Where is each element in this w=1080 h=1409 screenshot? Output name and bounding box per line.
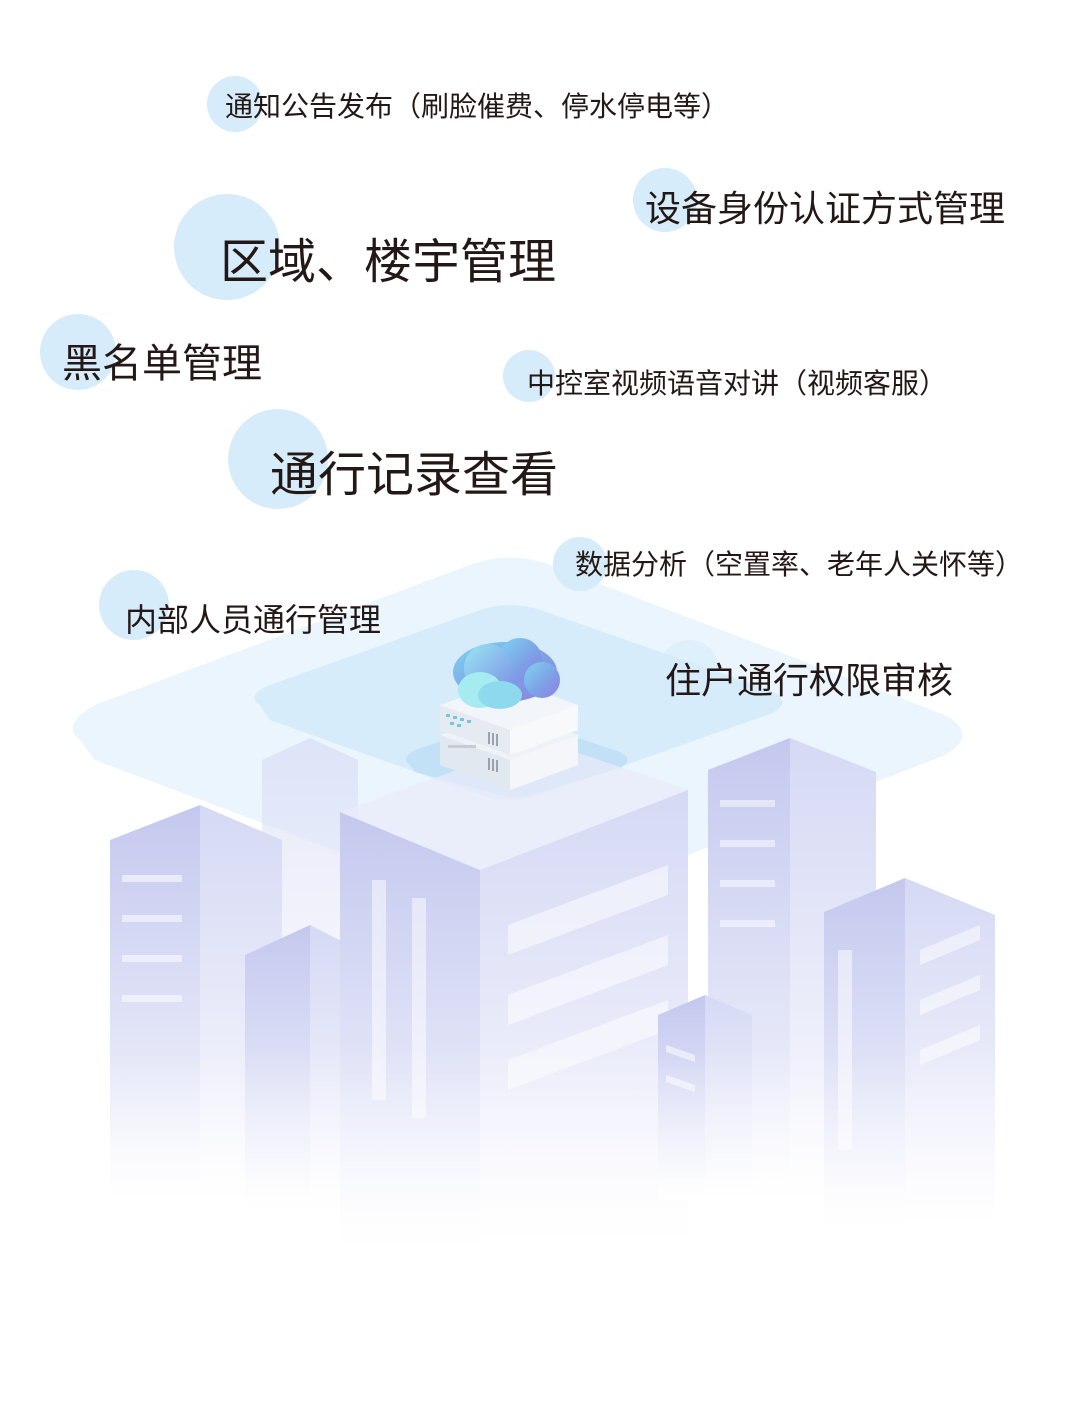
feature-label: 数据分析（空置率、老年人关怀等） (575, 548, 1024, 581)
feature-label: 设备身份认证方式管理 (645, 189, 1006, 230)
feature-label: 区域、楼宇管理 (220, 234, 557, 290)
feature-label: 住户通行权限审核 (665, 661, 954, 702)
bubble-decor (207, 76, 263, 132)
feature-notice-publish: 通知公告发布（刷脸催费、停水停电等） (207, 76, 730, 132)
feature-label: 中控室视频语音对讲（视频客服） (527, 367, 948, 400)
feature-data-analysis: 数据分析（空置率、老年人关怀等） (553, 537, 1024, 591)
bubble-decor (40, 314, 116, 390)
feature-staff-access: 内部人员通行管理 (99, 570, 382, 640)
bubble-decor (228, 409, 328, 509)
feature-access-records: 通行记录查看 (228, 409, 559, 509)
feature-video-intercom: 中控室视频语音对讲（视频客服） (503, 350, 948, 402)
bubble-decor (174, 194, 280, 300)
bubble-decor (633, 168, 697, 232)
feature-area-building: 区域、楼宇管理 (174, 194, 557, 300)
feature-resident-review: 住户通行权限审核 (659, 640, 954, 702)
bubble-decor (99, 570, 169, 640)
feature-label: 通知公告发布（刷脸催费、停水停电等） (225, 90, 730, 123)
bubble-decor (659, 640, 719, 700)
feature-label: 内部人员通行管理 (125, 601, 382, 639)
feature-auth-method: 设备身份认证方式管理 (633, 168, 1006, 232)
cloud-server (440, 638, 578, 790)
feature-label: 黑名单管理 (62, 341, 262, 387)
bubble-decor (503, 350, 555, 402)
feature-blacklist: 黑名单管理 (40, 314, 262, 390)
feature-label: 通行记录查看 (270, 447, 559, 503)
bubble-decor (553, 537, 607, 591)
